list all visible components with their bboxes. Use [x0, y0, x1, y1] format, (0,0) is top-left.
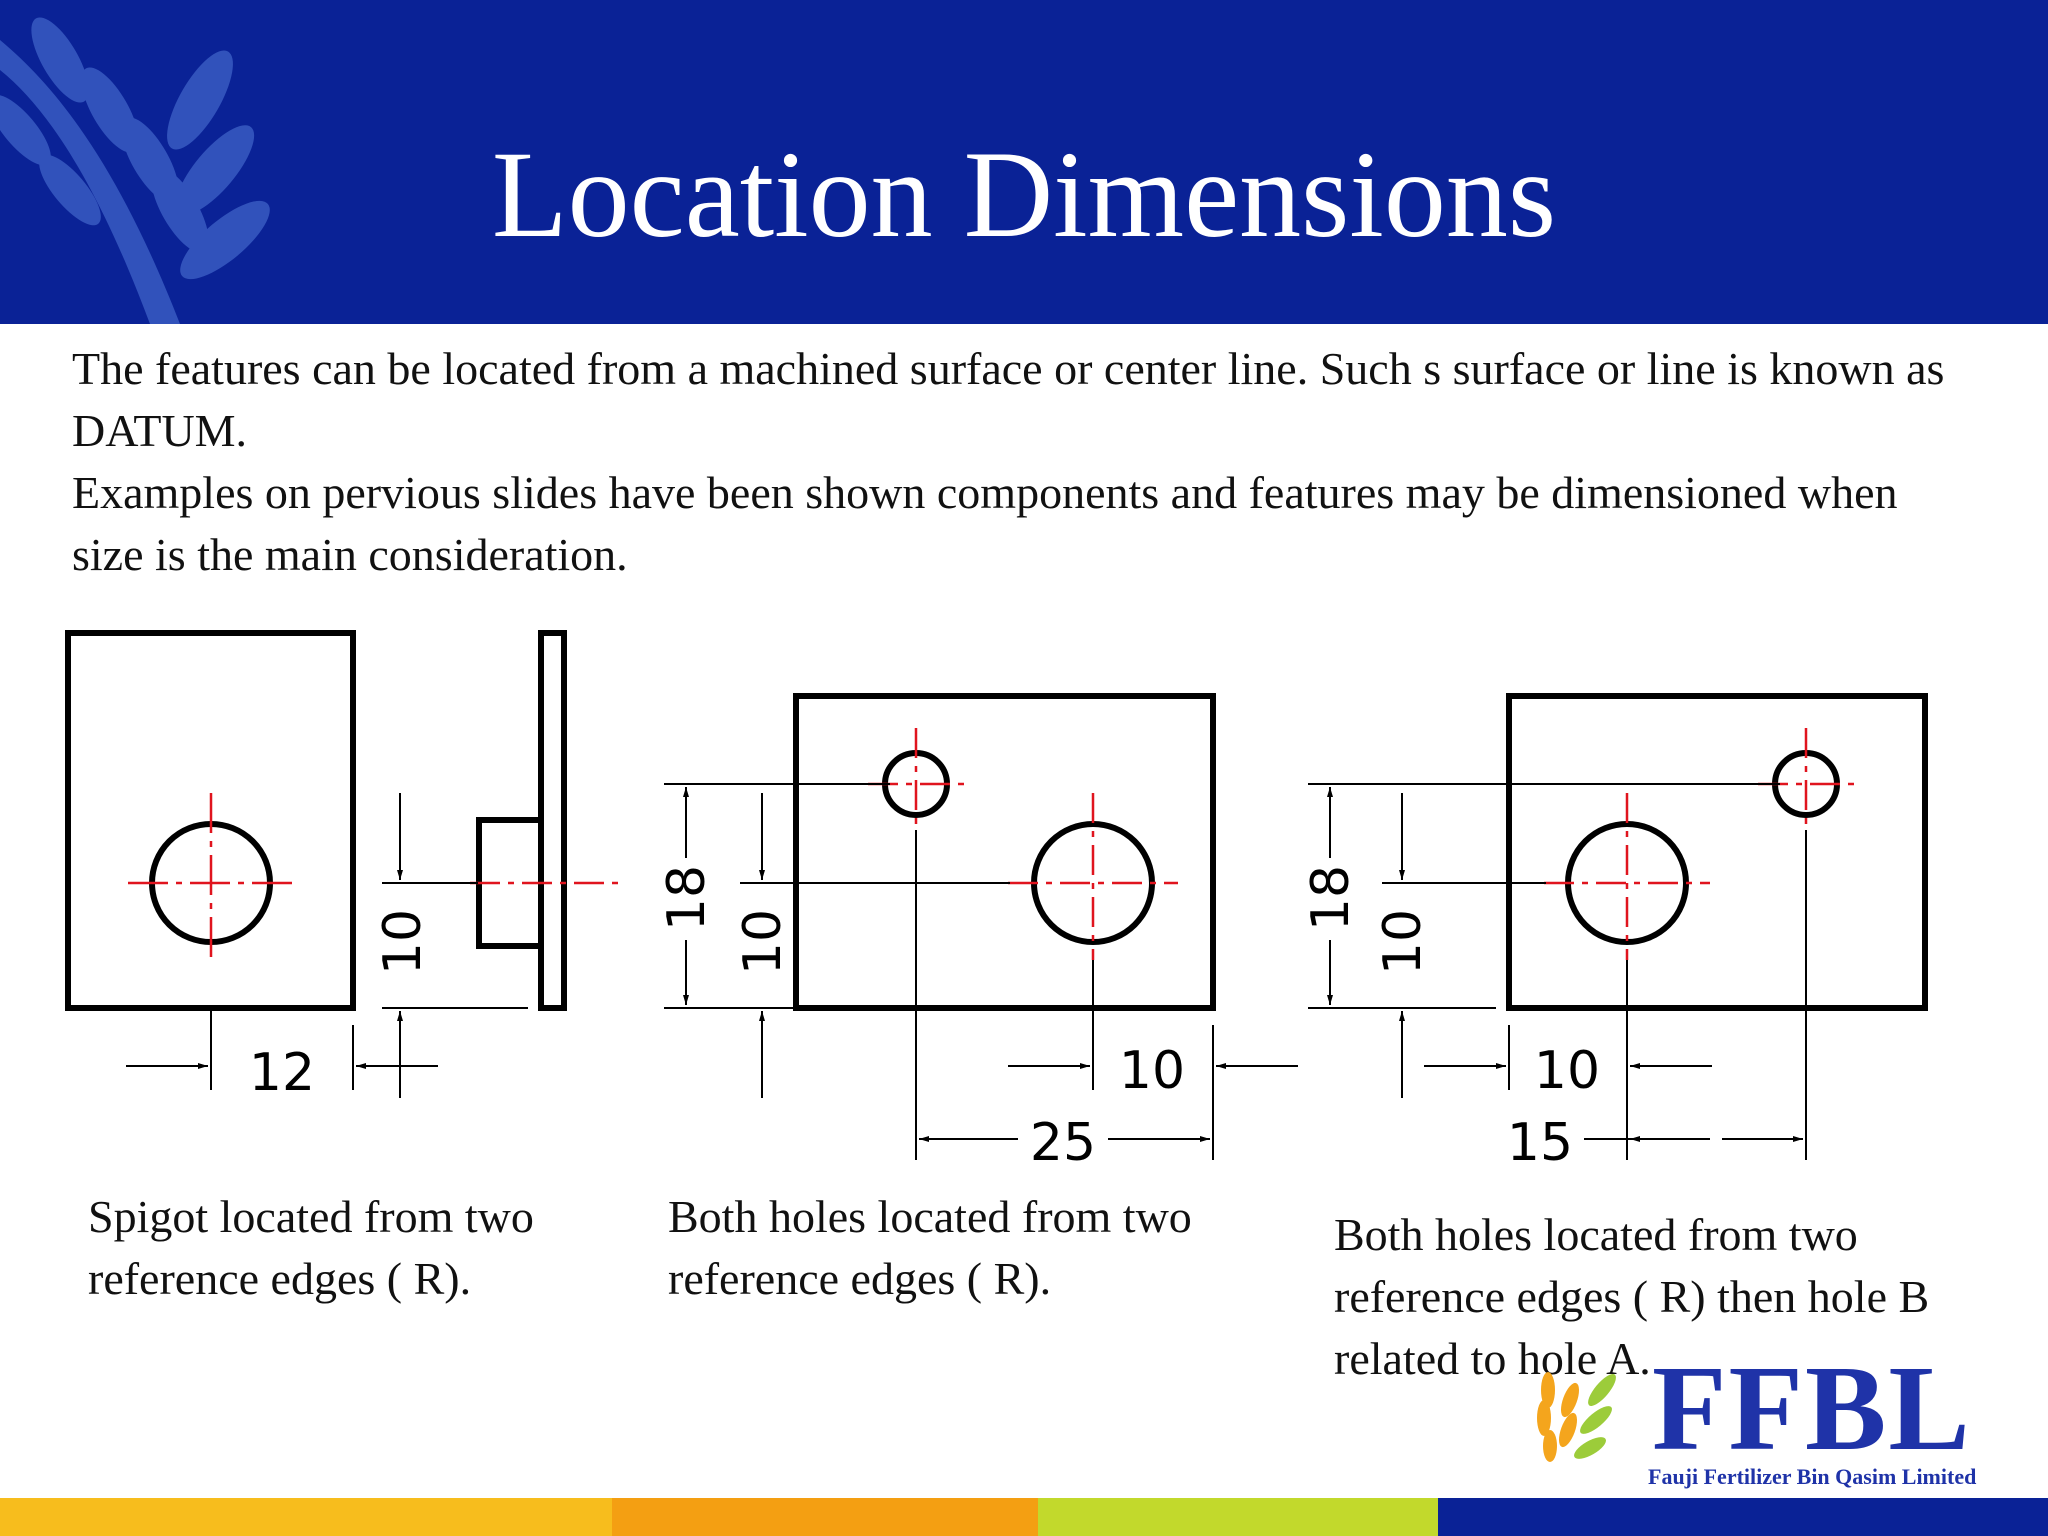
caption-related-holes: Both holes located from two reference ed… — [1334, 1209, 1930, 1384]
figure-two-holes-drawing: 18 10 10 25 — [657, 693, 1298, 1173]
dim-label: 18 — [1301, 865, 1361, 931]
intro-paragraph-2: Examples on pervious slides have been sh… — [72, 467, 1898, 580]
footer-color-bar — [0, 1498, 2048, 1536]
plate — [793, 693, 1216, 1011]
dim-label: 10 — [373, 909, 433, 975]
footer-segment-blue — [1438, 1498, 2048, 1536]
plate — [1506, 693, 1928, 1011]
dim-label: 10 — [733, 909, 793, 975]
caption-two-holes: Both holes located from two reference ed… — [668, 1191, 1192, 1304]
dim-label: 10 — [1119, 1041, 1185, 1101]
dim-label: 10 — [1534, 1041, 1600, 1101]
dim-label: 10 — [1373, 909, 1433, 975]
logo-name: FFBL — [1652, 1341, 1972, 1476]
intro-paragraph-1: The features can be located from a machi… — [72, 343, 1945, 456]
logo-subtitle: Fauji Fertilizer Bin Qasim Limited — [1648, 1464, 1977, 1489]
figure-related-holes-drawing: 18 10 10 15 — [1301, 693, 1928, 1173]
intro-text: The features can be located from a machi… — [72, 338, 1972, 586]
footer-segment-orange — [612, 1498, 1038, 1536]
company-logo: FFBL Fauji Fertilizer Bin Qasim Limited — [1518, 1344, 2048, 1490]
slide-title: Location Dimensions — [491, 126, 1557, 263]
figure-spigot-drawing: 10 12 — [65, 630, 624, 1103]
dim-label: 18 — [657, 865, 717, 931]
plate-side-view — [538, 630, 567, 1011]
footer-segment-yellow — [0, 1498, 612, 1536]
wheat-logo-icon — [1537, 1372, 1616, 1462]
centerline — [128, 793, 298, 960]
location-dimensions-diagram: 10 12 18 10 1 — [65, 630, 1928, 1173]
footer-segment-green — [1038, 1498, 1438, 1536]
dim-label: 12 — [249, 1043, 315, 1103]
dim-label: 15 — [1507, 1113, 1573, 1173]
dim-label: 25 — [1030, 1113, 1096, 1173]
wheat-decoration-icon — [0, 17, 270, 324]
caption-spigot: Spigot located from two reference edges … — [88, 1191, 534, 1304]
header-bar: Location Dimensions — [0, 0, 2048, 324]
